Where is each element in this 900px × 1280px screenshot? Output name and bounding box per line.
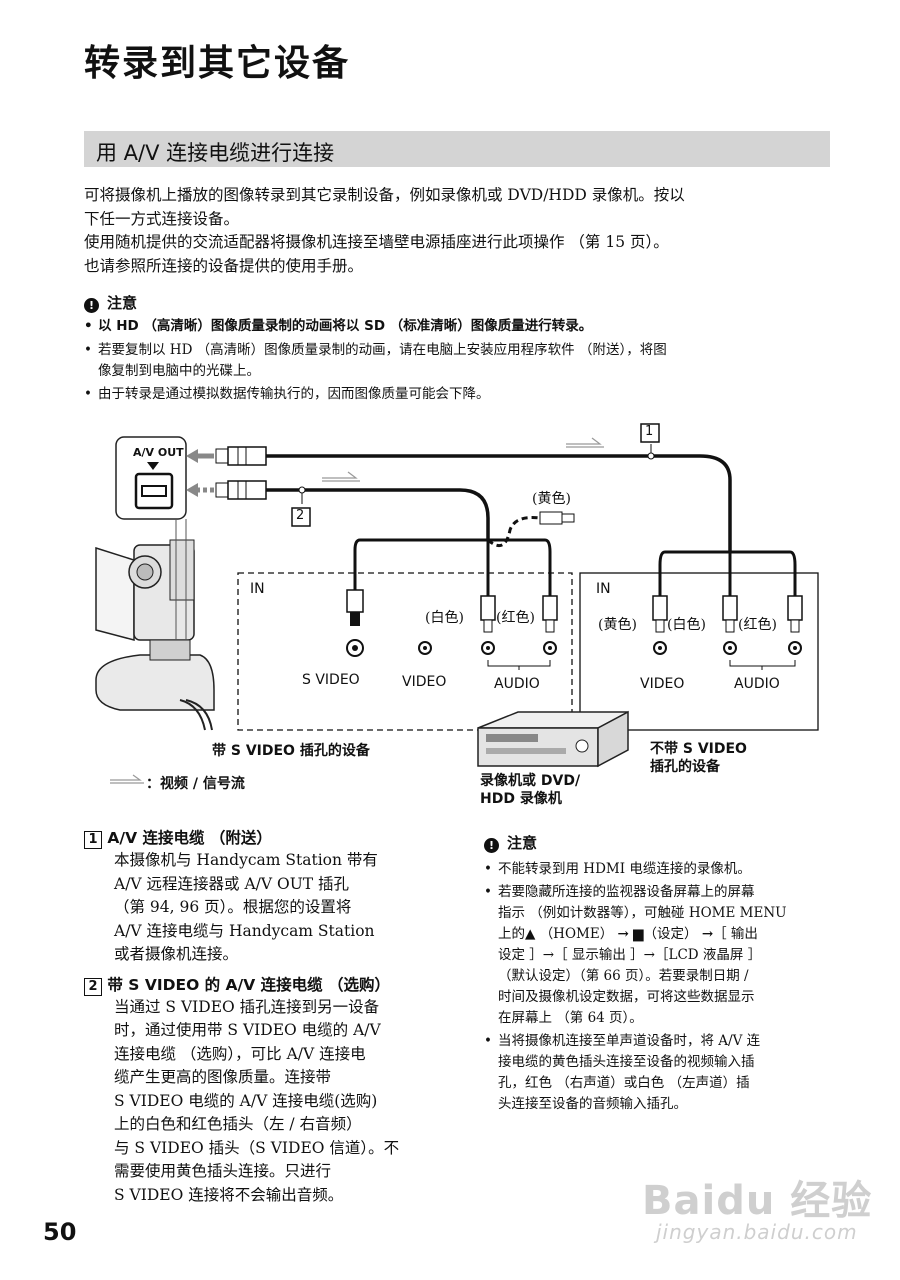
- intro-line: 使用随机提供的交流适配器将摄像机连接至墙壁电源插座进行此项操作 （第 15 页）…: [84, 233, 669, 251]
- cable1-plug: [215, 446, 267, 466]
- non-svideo-device-box: [579, 572, 819, 731]
- watermark-url: jingyan.baidu.com: [656, 1220, 858, 1244]
- red-label: (红色): [738, 617, 777, 633]
- baidu-watermark: Baidu 经验 jingyan.baidu.com: [642, 1150, 882, 1254]
- recorder-caption: 录像机或 DVD/ HDD 录像机: [480, 773, 581, 807]
- cable1-line: 或者摄像机连接。: [114, 945, 239, 963]
- video-jack-label: VIDEO: [640, 676, 685, 692]
- jack-video-left: [418, 641, 432, 655]
- rca-plug-red: [542, 595, 558, 633]
- cable2-marker: [298, 486, 306, 494]
- connection-diagram: [95, 423, 819, 784]
- cable2-line: [266, 488, 490, 540]
- cable1-line: （第 94, 96 页）。根据您的设置将: [114, 898, 352, 916]
- signal-flow-arrow: [322, 471, 360, 482]
- section-title: 用 A/V 连接电缆进行连接: [96, 141, 335, 165]
- cable1-line: [266, 454, 732, 552]
- video-jack-label: VIDEO: [402, 674, 447, 690]
- svideo-device-box: [237, 572, 573, 731]
- intro-paragraph: 可将摄像机上播放的图像转录到其它录制设备，例如录像机或 DVD/HDD 录像机。…: [84, 184, 832, 278]
- audio-jack-label: AUDIO: [494, 676, 540, 692]
- yellow-plug-top: [539, 511, 575, 525]
- caution-item: •由于转录是通过模拟数据传输执行的，因而图像质量可能会下降。: [84, 386, 490, 402]
- cable2-number-box: 2: [84, 977, 102, 996]
- watermark-brand: Baidu 经验: [642, 1178, 873, 1224]
- non-svideo-device-caption: 不带 S VIDEO 插孔的设备: [650, 741, 747, 775]
- camcorder-on-station: [95, 519, 215, 731]
- av-out-label: A/V OUT: [133, 446, 184, 459]
- cable1-heading: 1 A/V 连接电缆 （附送）: [84, 826, 444, 849]
- in-label-left: IN: [250, 581, 265, 597]
- cable-descriptions: 1 A/V 连接电缆 （附送） 本摄像机与 Handycam Station 带…: [84, 826, 444, 1207]
- yellow-plug-label: (黄色): [532, 491, 571, 507]
- svideo-plug: [346, 589, 364, 626]
- yellow-label: (黄色): [598, 617, 637, 633]
- cable2-line: S VIDEO 电缆的 A/V 连接电缆(选购): [114, 1091, 378, 1110]
- signal-legend-arrow: [110, 774, 144, 784]
- cable2-heading: 2 带 S VIDEO 的 A/V 连接电缆 （选购）: [84, 973, 444, 996]
- jack-audio-r: [788, 641, 802, 655]
- caution-heading: !注意: [484, 832, 830, 853]
- jack-audio-l: [481, 641, 495, 655]
- intro-line: 可将摄像机上播放的图像转录到其它录制设备，例如录像机或 DVD/HDD 录像机。…: [84, 186, 685, 204]
- caution-item: • 若要隐藏所连接的监视器设备屏幕上的屏幕 指示 （例如计数器等），可触碰 HO…: [484, 884, 787, 1026]
- signal-legend-label: ：视频 / 信号流: [146, 776, 245, 792]
- caution-icon: !: [84, 298, 99, 313]
- cable2-line: 缆产生更高的图像质量。连接带: [114, 1068, 332, 1086]
- cable1-number-box: 1: [84, 831, 102, 849]
- cable2-line: 需要使用黄色插头连接。只进行: [114, 1162, 332, 1180]
- cable2-line: S VIDEO 连接将不会输出音频。: [114, 1185, 344, 1204]
- white-label: (白色): [425, 610, 464, 626]
- cable2-number: 2: [296, 508, 305, 523]
- vcr-device: [477, 710, 629, 768]
- cable2-line: 当通过 S VIDEO 插孔连接到另一设备: [114, 997, 380, 1016]
- home-icon: ▲: [525, 926, 536, 942]
- cable2-line: 连接电缆 （选购），可比 A/V 连接电: [114, 1044, 366, 1063]
- caution-item: •以 HD （高清晰）图像质量录制的动画将以 SD （标准清晰）图像质量进行转录…: [84, 318, 593, 334]
- av-out-jack: [115, 436, 187, 520]
- svideo-device-caption: 带 S VIDEO 插孔的设备: [212, 743, 370, 759]
- cable1-marker: [647, 452, 655, 460]
- caution-icon: !: [484, 838, 499, 853]
- caution-item: •若要复制以 HD （高清晰）图像质量录制的动画，请在电脑上安装应用程序软件 （…: [84, 342, 667, 379]
- cable1-line: A/V 远程连接器或 A/V OUT 插孔: [114, 874, 350, 893]
- rca-plug-white: [480, 595, 496, 633]
- cable2-line: 上的白色和红色插头（左 / 右音频）: [114, 1115, 362, 1133]
- caution-label: 注意: [107, 294, 138, 312]
- section-header-bar: [84, 131, 830, 167]
- caution-item: •不能转录到用 HDMI 电缆连接的录像机。: [484, 861, 751, 877]
- jack-video-right: [653, 641, 667, 655]
- cable1-number: 1: [645, 424, 654, 439]
- white-label: (白色): [667, 617, 706, 633]
- settings-icon: ▆: [633, 926, 644, 942]
- page-title: 转录到其它设备: [84, 43, 351, 84]
- in-label-right: IN: [596, 581, 611, 597]
- cable1-line: 本摄像机与 Handycam Station 带有: [114, 851, 378, 869]
- caution-column: !注意 •不能转录到用 HDMI 电缆连接的录像机。 • 若要隐藏所连接的监视器…: [484, 832, 830, 1115]
- page-number: 50: [43, 1218, 77, 1246]
- svideo-jack-label: S VIDEO: [302, 672, 360, 688]
- plug-arrows: [186, 449, 214, 497]
- cable1-line: A/V 连接电缆与 Handycam Station: [114, 921, 375, 940]
- red-label: (红色): [496, 610, 535, 626]
- intro-line: 下任一方式连接设备。: [84, 209, 240, 228]
- rca-plug-white: [722, 595, 738, 633]
- jack-audio-r: [543, 641, 557, 655]
- rca-plug-red: [787, 595, 803, 633]
- jack-audio-l: [723, 641, 737, 655]
- signal-flow-arrow: [566, 437, 604, 448]
- jack-svideo: [346, 639, 364, 657]
- caution-heading: ! 注意: [84, 292, 137, 313]
- cable2-line: 时，通过使用带 S VIDEO 电缆的 A/V: [114, 1021, 381, 1039]
- rca-plug-yellow: [652, 595, 668, 633]
- cable2-line: 与 S VIDEO 插头（S VIDEO 信道）。不: [114, 1138, 400, 1157]
- intro-line: 也请参照所连接的设备提供的使用手册。: [84, 256, 364, 275]
- caution-item: • 当将摄像机连接至单声道设备时，将 A/V 连 接电缆的黄色插头连接至设备的视…: [484, 1033, 761, 1112]
- audio-jack-label: AUDIO: [734, 676, 780, 692]
- cable2-plug: [215, 480, 267, 500]
